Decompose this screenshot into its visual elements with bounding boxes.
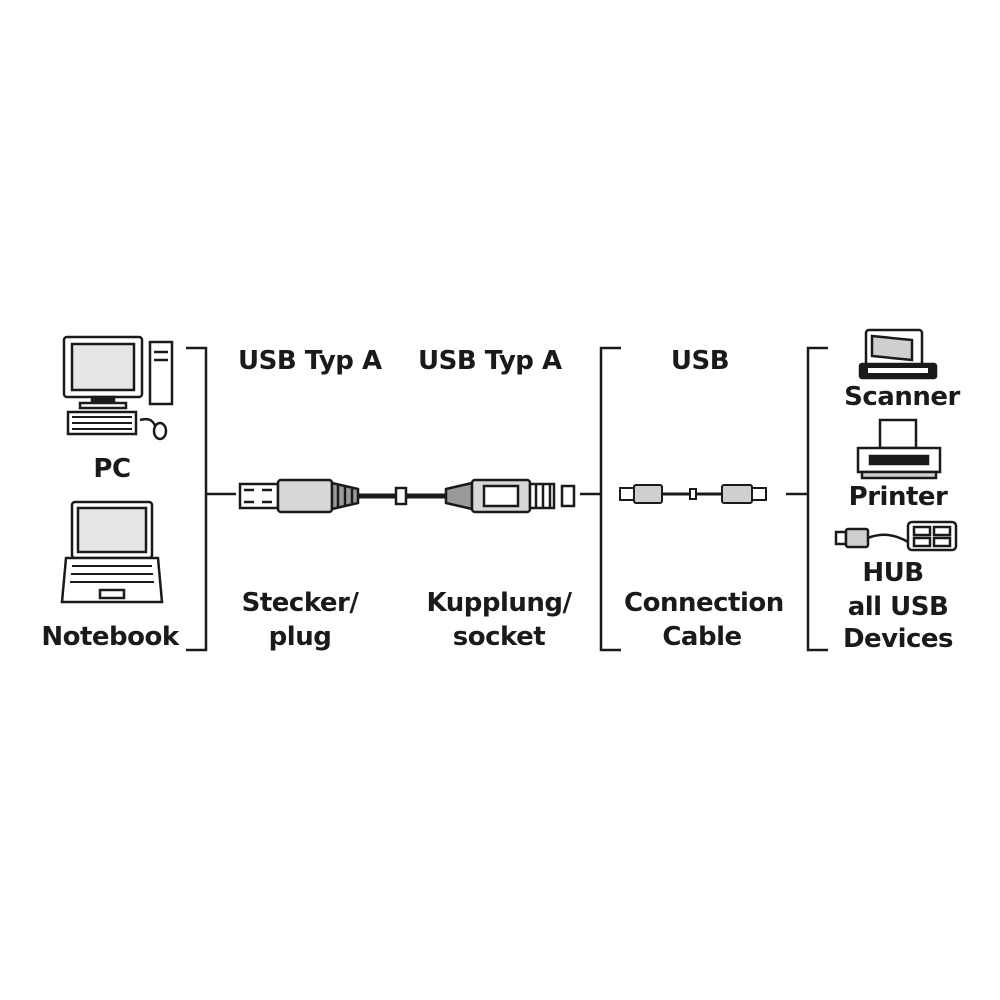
connection-cable-bracket bbox=[580, 346, 621, 652]
hub-icon bbox=[834, 520, 958, 552]
connection-caption-line2: Cable bbox=[662, 622, 742, 652]
socket-caption-line2: socket bbox=[452, 622, 546, 652]
scanner-label: Scanner bbox=[844, 382, 960, 412]
plug-caption-line2: plug bbox=[268, 622, 332, 652]
printer-icon bbox=[856, 418, 942, 480]
socket-caption-line1: Kupplung/ bbox=[426, 588, 572, 618]
hub-label-line3: Devices bbox=[842, 624, 954, 654]
notebook-label: Notebook bbox=[41, 622, 179, 652]
printer-label: Printer bbox=[848, 482, 948, 512]
usb-connection-cable bbox=[619, 484, 767, 504]
socket-type-label: USB Typ A bbox=[418, 346, 562, 376]
scanner-icon bbox=[858, 328, 938, 380]
hub-label-line1: HUB bbox=[862, 558, 924, 588]
pc-label: PC bbox=[93, 454, 131, 484]
connection-caption-line1: Connection bbox=[624, 588, 784, 618]
pc-icon bbox=[62, 335, 174, 441]
connection-type-label: USB bbox=[670, 346, 730, 376]
right-devices-bracket bbox=[786, 346, 828, 652]
plug-caption-line1: Stecker/ bbox=[241, 588, 359, 618]
hub-label-line2: all USB bbox=[847, 592, 949, 622]
notebook-icon bbox=[60, 500, 164, 604]
left-devices-bracket bbox=[186, 346, 236, 652]
plug-type-label: USB Typ A bbox=[238, 346, 382, 376]
usb-extension-cable bbox=[238, 478, 576, 514]
